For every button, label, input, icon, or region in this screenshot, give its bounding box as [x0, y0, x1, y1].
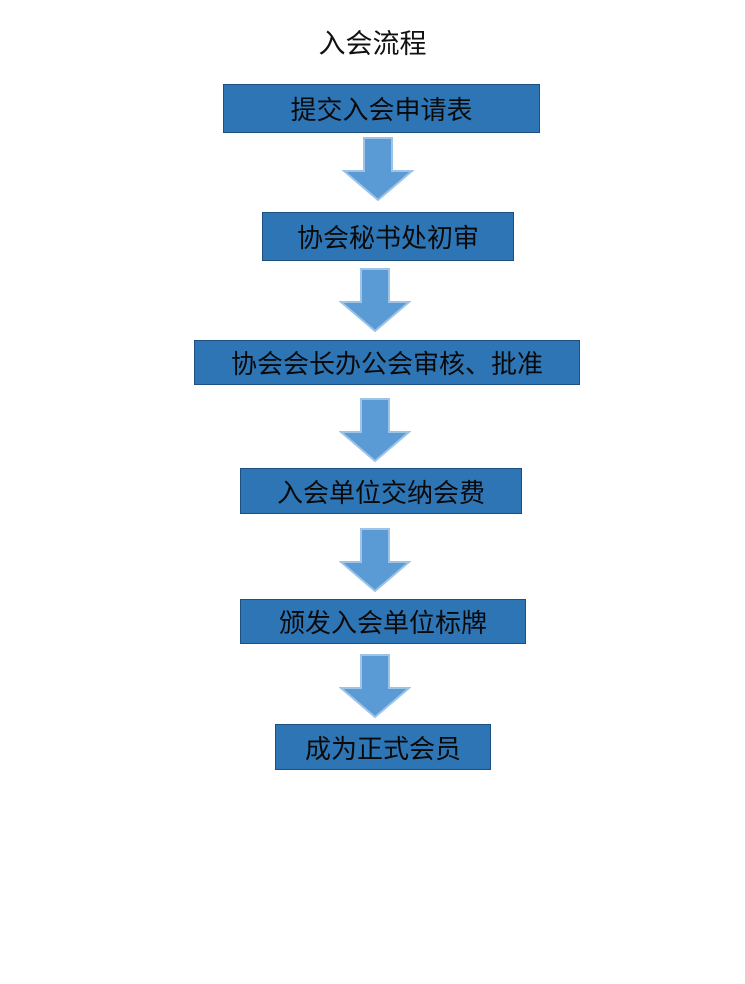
step-issue-member-plaque: 颁发入会单位标牌: [240, 599, 526, 644]
step-become-full-member: 成为正式会员: [275, 724, 491, 770]
step-secretariat-review: 协会秘书处初审: [262, 212, 514, 261]
down-arrow-icon: [342, 137, 414, 201]
down-arrow-icon: [339, 268, 411, 332]
down-arrow-icon: [339, 654, 411, 718]
down-arrow-icon: [339, 398, 411, 462]
step-president-approval: 协会会长办公会审核、批准: [194, 340, 580, 385]
step-submit-application: 提交入会申请表: [223, 84, 540, 133]
down-arrow-icon: [339, 528, 411, 592]
step-pay-membership-fee: 入会单位交纳会费: [240, 468, 522, 514]
diagram-title: 入会流程: [318, 29, 427, 60]
